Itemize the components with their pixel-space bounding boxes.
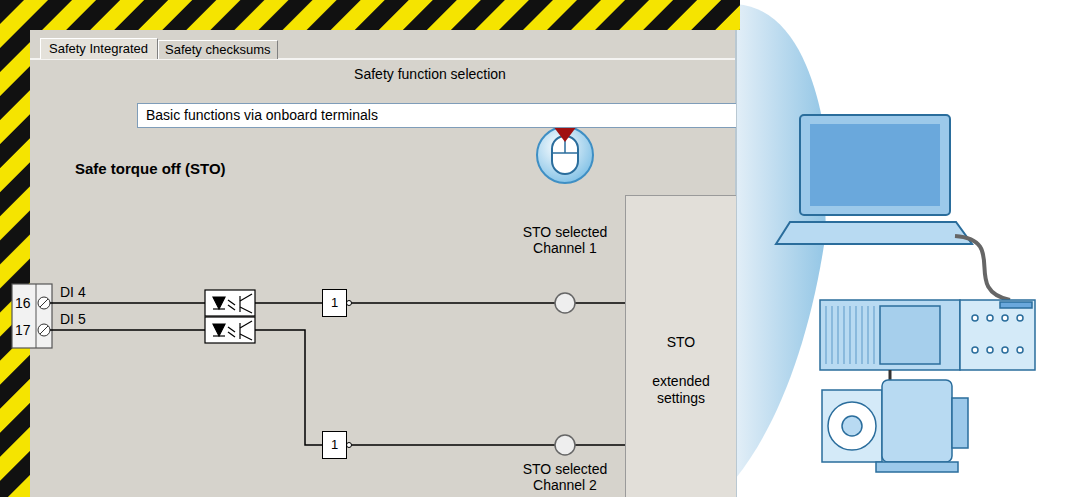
heatsink-fin	[850, 306, 851, 364]
mouse-icon	[537, 126, 593, 183]
signal-name: DI 4	[60, 284, 86, 300]
signal-connector	[347, 444, 625, 446]
node-text: Safety checksums	[165, 41, 271, 58]
signal-connector	[347, 302, 625, 304]
status-lamp	[555, 435, 575, 455]
tab: Safety Integrated	[40, 38, 158, 59]
terminal-block	[12, 284, 52, 348]
signal-name: DI 5	[60, 311, 86, 327]
heatsink-fin	[838, 306, 839, 364]
heatsink-fin	[826, 306, 827, 364]
node-text: 1	[323, 290, 346, 315]
signal-label: STO selected Channel 2	[505, 461, 625, 493]
function-block: STO extended settings	[625, 195, 736, 497]
heatsink-fin	[862, 306, 863, 364]
signal-wire	[50, 303, 322, 445]
hazard-stripe	[0, 0, 740, 30]
section-heading: Safe torque off (STO)	[75, 161, 226, 177]
heatsink-fin	[844, 306, 845, 364]
motor	[822, 380, 968, 472]
optocoupler	[205, 290, 255, 343]
cable	[955, 236, 1010, 300]
terminal-number: 17	[15, 322, 31, 338]
heatsink-fin	[856, 306, 857, 364]
negation-bubble	[347, 443, 352, 448]
node-text: Safety Integrated	[49, 39, 148, 58]
tab: Safety checksums	[158, 40, 278, 59]
dropdown-box: Basic functions via onboard terminals	[137, 103, 736, 128]
node-text: Basic functions via onboard terminals	[146, 104, 736, 127]
hazard-stripe	[0, 0, 30, 497]
node-subtext: extended settings	[626, 373, 736, 407]
laptop	[776, 115, 972, 244]
negation-bubble	[347, 301, 352, 306]
signal-label: STO selected Channel 1	[505, 224, 625, 256]
status-lamp	[555, 293, 575, 313]
terminal-number: 16	[15, 295, 31, 311]
section-label: Safety function selection	[280, 66, 580, 82]
node-text: 1	[323, 432, 346, 457]
drive-unit	[820, 300, 1035, 370]
node-text: STO	[626, 334, 736, 351]
logic-gate: 1	[322, 431, 347, 459]
terminal-screw	[38, 297, 50, 336]
heatsink-fin	[832, 306, 833, 364]
logic-gate: 1	[322, 289, 347, 317]
heatsink-fin	[874, 306, 875, 364]
dialog-panel	[30, 30, 736, 497]
heatsink-fin	[868, 306, 869, 364]
